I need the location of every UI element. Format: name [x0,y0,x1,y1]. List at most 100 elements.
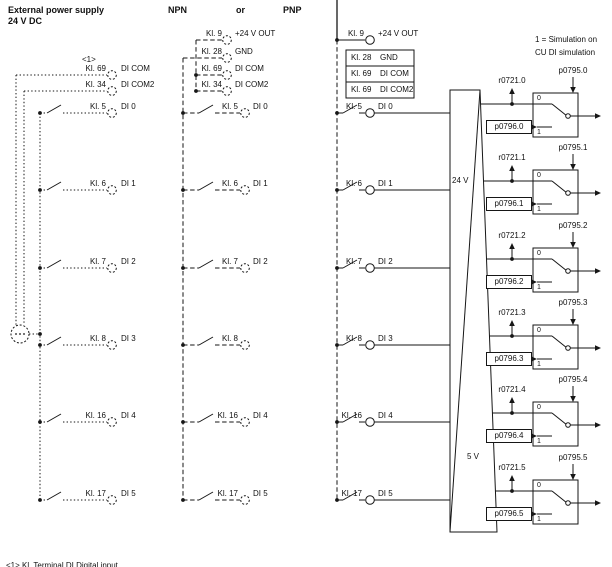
di-simulation-block-4 [492,386,601,447]
page-title-line1: External power supply [8,5,105,15]
page-title-line2: 24 V DC [8,16,43,26]
left-signal-label: DI 3 [121,334,136,343]
r0721-param-label: r0721.4 [498,385,526,394]
switch-pos1-label: 1 [537,438,541,445]
npn-kl-label: Kl. 9 [205,29,222,38]
npn-wiring [181,35,250,505]
npn-signal-label: DI 5 [253,489,268,498]
npn-signal-label: DI 0 [253,102,268,111]
npn-kl-label: Kl. 34 [201,80,222,89]
npn-kl-label: Kl. 7 [221,257,238,266]
external-supply-wiring [10,70,117,505]
npn-signal-label: DI 2 [253,257,268,266]
p0796-param-box: p0796.5 [486,507,532,521]
r0721-param-label: r0721.2 [498,231,526,240]
left-kl-label: Kl. 17 [85,489,106,498]
pnp-wiring [335,0,450,505]
npn-kl-label: Kl. 69 [201,64,222,73]
pnp-boxed-kl-label: Kl. 69 [351,85,372,94]
r0721-param-label: r0721.3 [498,308,526,317]
npn-kl-label: Kl. 16 [217,411,238,420]
pnp-signal-label: DI 3 [378,334,393,343]
pnp-signal-label: DI 2 [378,257,393,266]
pnp-kl-label: Kl. 5 [345,102,362,111]
pnp-signal-label: DI 5 [378,489,393,498]
column-header-npn: NPN [168,5,188,15]
switch-pos0-label: 0 [537,404,541,411]
pnp-boxed-signal-label: GND [380,53,398,62]
pnp-boxed-kl-label: Kl. 28 [351,53,372,62]
left-kl-label: Kl. 34 [85,80,106,89]
pnp-kl-label: Kl. 7 [345,257,362,266]
di-simulation-block-2 [486,232,601,293]
switch-pos0-label: 0 [537,172,541,179]
switch-pos0-label: 0 [537,327,541,334]
footnote-text: <1> Kl. Terminal DI Digital input [6,561,118,567]
left-signal-label: DI 0 [121,102,136,111]
left-kl-label: Kl. 7 [89,257,106,266]
switch-pos1-label: 1 [537,129,541,136]
r0721-param-label: r0721.1 [498,153,526,162]
left-signal-label: DI 4 [121,411,136,420]
npn-signal-label: +24 V OUT [235,29,276,38]
pnp-boxed-kl-label: Kl. 69 [351,69,372,78]
p0796-param-box: p0796.0 [486,120,532,134]
p0795-param-label: p0795.2 [558,221,588,230]
switch-pos0-label: 0 [537,95,541,102]
npn-signal-label: DI COM2 [235,80,269,89]
footnote-marker: <1> [82,55,96,64]
left-signal-label: DI COM [121,64,150,73]
pnp-kl-label: Kl. 16 [341,411,362,420]
converter-24v-label: 24 V [452,176,469,185]
di-simulation-block-1 [483,154,601,215]
left-signal-label: DI 1 [121,179,136,188]
column-header-or: or [236,5,245,15]
npn-kl-label: Kl. 6 [221,179,238,188]
switch-pos0-label: 0 [537,250,541,257]
simulation-legend-line1: 1 = Simulation on [535,35,598,44]
p0796-param-box: p0796.4 [486,429,532,443]
pnp-signal-label: DI 4 [378,411,393,420]
npn-kl-label: Kl. 8 [221,334,238,343]
left-signal-label: DI 2 [121,257,136,266]
di-simulation-block-0 [480,77,601,138]
p0795-param-label: p0795.0 [558,66,588,75]
p0795-param-label: p0795.4 [558,375,588,384]
p0796-param-box: p0796.2 [486,275,532,289]
pnp-boxed-signal-label: DI COM2 [380,85,414,94]
di-simulation-block-3 [489,309,601,370]
p0795-param-label: p0795.1 [558,143,588,152]
npn-signal-label: DI 4 [253,411,268,420]
npn-signal-label: DI COM [235,64,264,73]
simulation-legend-line2: CU DI simulation [535,48,596,57]
p0796-param-box: p0796.3 [486,352,532,366]
left-kl-label: Kl. 5 [89,102,106,111]
pnp-boxed-signal-label: DI COM [380,69,409,78]
switch-pos1-label: 1 [537,284,541,291]
npn-kl-label: Kl. 5 [221,102,238,111]
left-kl-label: Kl. 16 [85,411,106,420]
pnp-signal-label: +24 V OUT [378,29,419,38]
pnp-kl-label: Kl. 17 [341,489,362,498]
p0795-param-label: p0795.3 [558,298,588,307]
p0796-param-box: p0796.1 [486,197,532,211]
pnp-signal-label: DI 1 [378,179,393,188]
pnp-kl-label: Kl. 6 [345,179,362,188]
left-kl-label: Kl. 6 [89,179,106,188]
r0721-param-label: r0721.0 [498,76,526,85]
pnp-kl-label: Kl. 8 [345,334,362,343]
p0795-param-label: p0795.5 [558,453,588,462]
npn-kl-label: Kl. 28 [201,47,222,56]
converter-5v-label: 5 V [467,452,480,461]
switch-pos1-label: 1 [537,361,541,368]
switch-pos1-label: 1 [537,516,541,523]
pnp-kl-label: Kl. 9 [347,29,364,38]
left-signal-label: DI 5 [121,489,136,498]
npn-signal-label: DI 1 [253,179,268,188]
npn-signal-label: GND [235,47,253,56]
r0721-param-label: r0721.5 [498,463,526,472]
left-kl-label: Kl. 69 [85,64,106,73]
left-kl-label: Kl. 8 [89,334,106,343]
